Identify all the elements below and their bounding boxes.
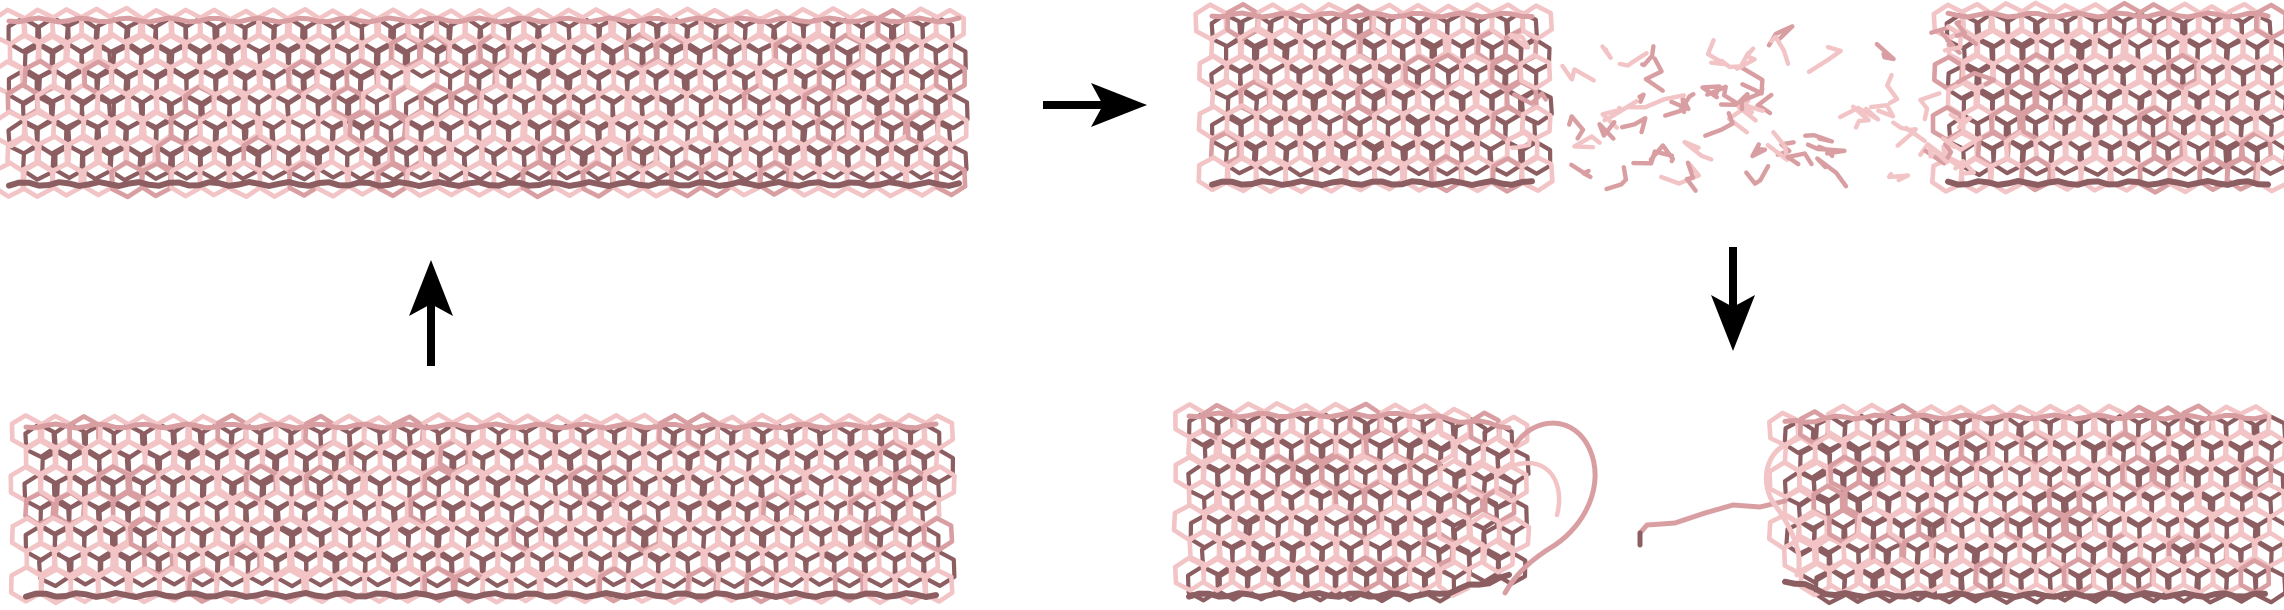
nanotube-defect xyxy=(0,5,970,200)
arrow-up xyxy=(406,258,456,366)
panel-strained-nanotube xyxy=(0,5,970,200)
panel-fractured-nanotube xyxy=(1171,400,2284,606)
nanotube-broken xyxy=(1171,400,2284,606)
panel-necking-nanotube xyxy=(1193,0,2284,195)
panel-initial-nanotube xyxy=(8,412,957,606)
nanotube-necking xyxy=(1193,0,2284,195)
nanotube-intact xyxy=(8,412,957,606)
arrow-down xyxy=(1708,247,1758,353)
arrow-right xyxy=(1043,82,1147,128)
